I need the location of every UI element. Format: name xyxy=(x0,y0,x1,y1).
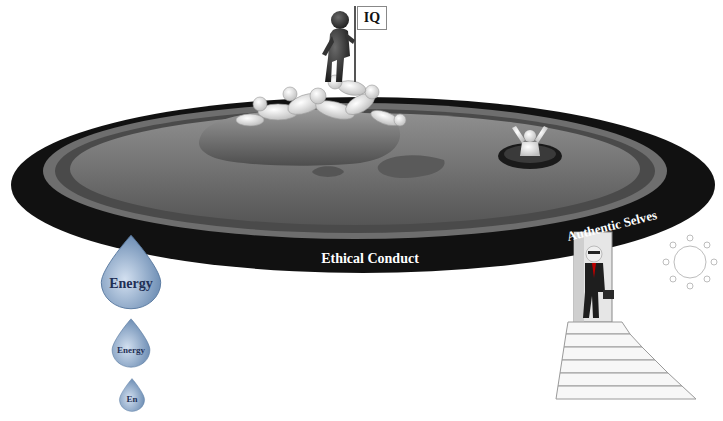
stairs xyxy=(556,322,696,399)
door xyxy=(574,232,612,322)
businessman xyxy=(583,246,614,318)
drop-shape xyxy=(98,234,164,310)
flag-label: IQ xyxy=(364,10,380,25)
energy-drop: Energy xyxy=(98,234,164,310)
energy-drop: En xyxy=(118,378,146,412)
band-label: Ethical Conduct xyxy=(321,251,419,266)
figure-pile xyxy=(236,75,406,129)
drop-shape xyxy=(110,318,152,368)
drop-label: En xyxy=(126,395,137,405)
manhole-figure xyxy=(498,126,562,169)
leader-figure xyxy=(322,6,355,82)
drop-label: Energy xyxy=(109,276,153,291)
energy-drop: Energy xyxy=(110,318,152,368)
drop-label: Energy xyxy=(117,346,145,356)
iq-flag: IQ xyxy=(357,6,387,30)
sun xyxy=(663,235,717,289)
rock xyxy=(199,110,445,178)
